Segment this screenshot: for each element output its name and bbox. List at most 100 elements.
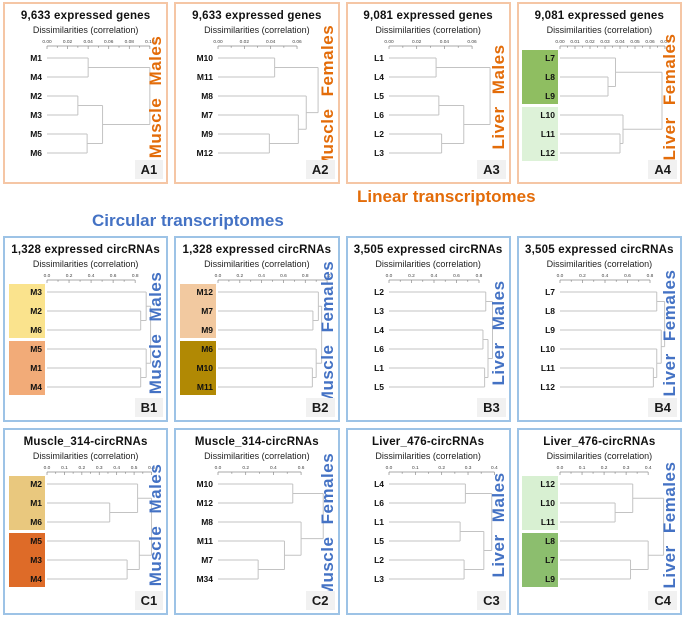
svg-text:M1: M1: [30, 498, 42, 508]
svg-text:0.4: 0.4: [113, 465, 120, 471]
group-side-label: Muscle Females: [317, 24, 337, 169]
panel-title: Liver_476-circRNAs: [371, 436, 485, 448]
svg-text:0.03: 0.03: [601, 39, 611, 45]
panel-C3: Liver_476-circRNAs Dissimilarities (corr…: [345, 428, 511, 615]
svg-text:L12: L12: [541, 148, 556, 158]
svg-text:L2: L2: [374, 287, 384, 297]
svg-text:0.02: 0.02: [586, 39, 596, 45]
svg-text:L11: L11: [541, 363, 555, 373]
svg-text:L10: L10: [541, 344, 556, 354]
svg-text:0.2: 0.2: [242, 465, 249, 471]
panel-B4: 3,505 expressed circRNAs Dissimilarities…: [516, 236, 682, 422]
svg-text:M34: M34: [196, 574, 213, 584]
svg-text:0.8: 0.8: [647, 273, 654, 279]
group-side-label: Muscle Males: [146, 35, 166, 158]
svg-text:0.00: 0.00: [42, 39, 52, 45]
svg-text:0.10: 0.10: [145, 39, 155, 45]
svg-text:L3: L3: [374, 148, 384, 158]
svg-text:L12: L12: [541, 382, 556, 392]
panel-tag: B1: [134, 398, 164, 417]
row-linear-transcriptomes: 9,633 expressed genes Dissimilarities (c…: [0, 2, 685, 184]
axis-label: Dissimilarities (correlation): [375, 451, 481, 461]
svg-text:0.4: 0.4: [491, 465, 498, 471]
svg-text:L11: L11: [541, 517, 555, 527]
svg-text:L1: L1: [374, 53, 384, 63]
panel-tag: A1: [134, 160, 164, 179]
svg-text:0.2: 0.2: [78, 465, 85, 471]
svg-text:M6: M6: [201, 344, 213, 354]
panel-title: 3,505 expressed circRNAs: [353, 244, 503, 256]
svg-text:L3: L3: [374, 574, 384, 584]
svg-text:M4: M4: [30, 574, 42, 584]
svg-text:0.0: 0.0: [43, 273, 50, 279]
svg-text:M2: M2: [30, 479, 42, 489]
svg-text:0.2: 0.2: [236, 273, 243, 279]
svg-text:L6: L6: [374, 344, 384, 354]
panel-tag: C4: [648, 591, 677, 610]
svg-text:0.04: 0.04: [266, 39, 276, 45]
svg-text:M1: M1: [30, 363, 42, 373]
group-side-label: Liver Females: [660, 269, 679, 397]
svg-text:0.3: 0.3: [465, 465, 472, 471]
svg-text:M4: M4: [30, 72, 42, 82]
svg-text:M11: M11: [197, 72, 213, 82]
panel-tag: A4: [648, 160, 677, 179]
svg-text:0.07: 0.07: [661, 39, 671, 45]
panel-A2: 9,633 expressed genes Dissimilarities (c…: [174, 2, 340, 184]
svg-text:0.6: 0.6: [148, 465, 155, 471]
panel-A3: 9,081 expressed genes Dissimilarities (c…: [345, 2, 511, 184]
svg-text:0.08: 0.08: [124, 39, 134, 45]
heading-linear-transcriptomes: Linear transcriptomes: [357, 187, 536, 206]
group-side-label: Liver Males: [488, 472, 508, 578]
panel-title: Muscle_314-circRNAs: [194, 436, 319, 448]
svg-text:0.06: 0.06: [292, 39, 302, 45]
panel-tag: B4: [648, 398, 677, 417]
svg-text:0.02: 0.02: [412, 39, 422, 45]
svg-text:0.2: 0.2: [408, 273, 415, 279]
panel-tag: C3: [477, 591, 506, 610]
svg-text:M7: M7: [201, 306, 213, 316]
panel-B2: 1,328 expressed circRNAs Dissimilarities…: [174, 236, 340, 422]
panel-C4: Liver_476-circRNAs Dissimilarities (corr…: [516, 428, 682, 615]
svg-text:L9: L9: [545, 325, 555, 335]
svg-text:0.00: 0.00: [556, 39, 566, 45]
svg-text:0.6: 0.6: [453, 273, 460, 279]
svg-text:L8: L8: [545, 72, 555, 82]
panel-A1: 9,633 expressed genes Dissimilarities (c…: [3, 2, 169, 184]
svg-text:L6: L6: [374, 110, 384, 120]
svg-text:M11: M11: [197, 382, 213, 392]
svg-text:0.4: 0.4: [645, 465, 652, 471]
svg-text:M12: M12: [196, 148, 213, 158]
svg-text:0.0: 0.0: [557, 273, 564, 279]
svg-text:M8: M8: [201, 91, 213, 101]
svg-text:0.04: 0.04: [440, 39, 450, 45]
svg-text:L7: L7: [545, 555, 555, 565]
row-circular-tissue: Muscle_314-circRNAs Dissimilarities (cor…: [0, 428, 685, 615]
svg-text:M9: M9: [201, 325, 213, 335]
panel-title: 9,633 expressed genes: [192, 10, 322, 22]
svg-text:0.04: 0.04: [83, 39, 93, 45]
svg-text:0.6: 0.6: [625, 273, 632, 279]
svg-text:L7: L7: [545, 287, 555, 297]
svg-text:L3: L3: [374, 306, 384, 316]
svg-text:0.06: 0.06: [646, 39, 656, 45]
svg-text:M6: M6: [30, 325, 42, 335]
group-side-label: Liver Females: [660, 33, 679, 160]
svg-text:0.8: 0.8: [131, 273, 138, 279]
svg-text:L9: L9: [545, 91, 555, 101]
svg-text:L10: L10: [541, 498, 556, 508]
panel-C1: Muscle_314-circRNAs Dissimilarities (cor…: [3, 428, 169, 615]
svg-text:L4: L4: [374, 479, 384, 489]
svg-text:0.4: 0.4: [431, 273, 438, 279]
svg-text:L4: L4: [374, 325, 384, 335]
svg-text:0.0: 0.0: [215, 273, 222, 279]
svg-text:0.8: 0.8: [476, 273, 483, 279]
svg-text:M12: M12: [196, 287, 213, 297]
svg-text:M11: M11: [197, 536, 213, 546]
